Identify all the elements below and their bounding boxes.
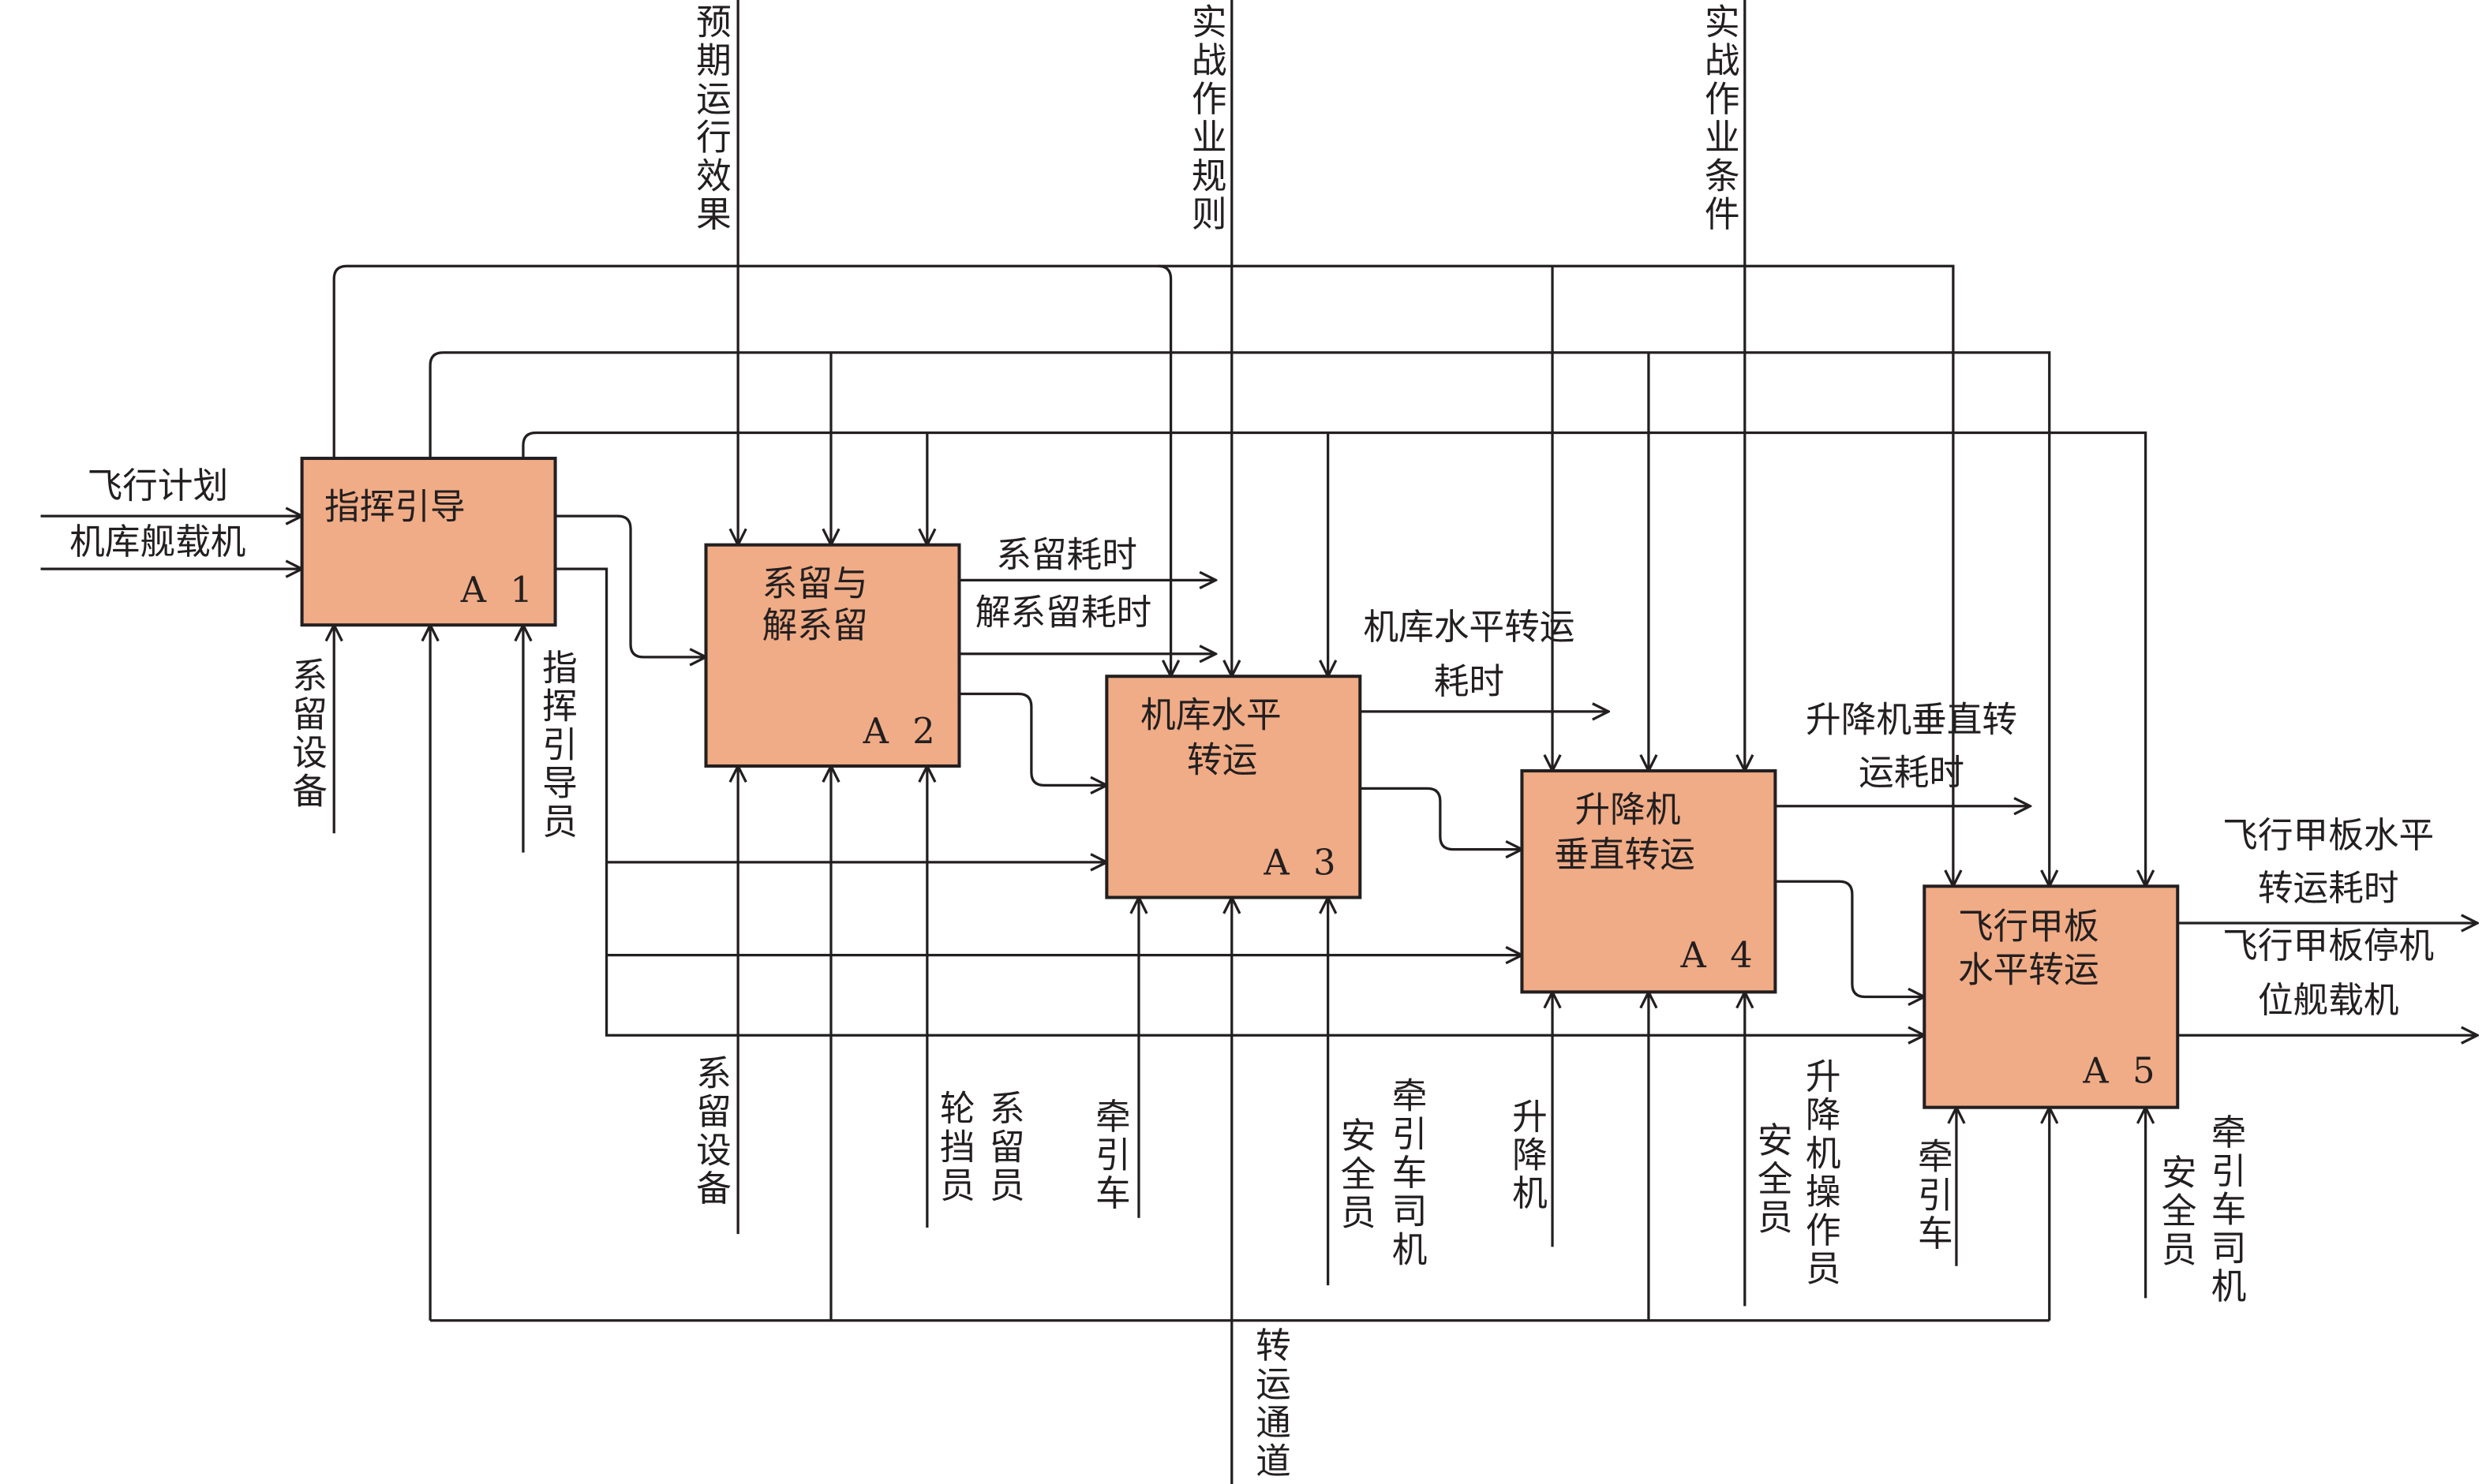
activity-title: 指挥引导 bbox=[324, 486, 466, 527]
output-label: 飞行甲板水平 bbox=[2222, 815, 2434, 856]
activity-title: 解系留 bbox=[762, 605, 868, 646]
mechanism-label: 指挥引导员 bbox=[536, 649, 577, 842]
mechanism-label: 牵引车司机 bbox=[2205, 1114, 2246, 1306]
activity-title: 机库水平 bbox=[1140, 695, 1282, 736]
feedback-line-3 bbox=[522, 431, 2146, 886]
output-label: 升降机垂直转 bbox=[1806, 700, 2017, 741]
activity-a5[interactable]: 飞行甲板 水平转运 A 5 bbox=[1923, 884, 2180, 1109]
output-label: 系留耗时 bbox=[996, 534, 1137, 575]
mechanism-label: 系留设备 bbox=[286, 657, 327, 811]
activity-a1[interactable]: 指挥引导 A 1 bbox=[300, 456, 557, 627]
activity-id: A 5 bbox=[2082, 1050, 2161, 1091]
output-label: 机库水平转运 bbox=[1363, 607, 1574, 648]
mechanism-label: 系留设备 bbox=[690, 1055, 731, 1209]
input-label: 机库舰载机 bbox=[69, 521, 245, 563]
mechanism-label: 牵引车 bbox=[1089, 1097, 1130, 1213]
a1-branch bbox=[555, 567, 1925, 1035]
activity-title: 水平转运 bbox=[1958, 950, 2099, 991]
feedback-line-1 bbox=[332, 264, 1170, 676]
connector-lines bbox=[40, 0, 2478, 1484]
mechanism-label: 升降机 bbox=[1506, 1097, 1547, 1213]
control-label: 预期运行效果 bbox=[690, 3, 731, 234]
control-label: 实战作业规则 bbox=[1185, 3, 1226, 234]
feedback-line-1b bbox=[1158, 264, 1953, 886]
feedback-line-2 bbox=[429, 351, 2050, 886]
mechanism-label: 安全员 bbox=[1751, 1122, 1792, 1237]
a1-to-a2 bbox=[555, 514, 706, 657]
activity-title: 垂直转运 bbox=[1554, 834, 1695, 875]
mechanism-label: 轮挡员 bbox=[934, 1090, 975, 1205]
activity-id: A 1 bbox=[460, 570, 539, 611]
a3-to-a4 bbox=[1360, 787, 1522, 849]
a4-to-a5 bbox=[1775, 880, 1924, 996]
a2-to-a3 bbox=[959, 692, 1106, 786]
control-label: 实战作业条件 bbox=[1698, 3, 1739, 234]
activity-title: 系留与 bbox=[762, 563, 868, 604]
mechanism-label: 安全员 bbox=[2155, 1154, 2196, 1269]
activity-id: A 4 bbox=[1680, 935, 1759, 976]
activity-id: A 2 bbox=[863, 711, 942, 752]
output-label: 耗时 bbox=[1434, 661, 1504, 702]
activity-title: 转运 bbox=[1187, 739, 1257, 780]
output-label: 位舰载机 bbox=[2258, 980, 2399, 1021]
activity-id: A 3 bbox=[1263, 842, 1342, 883]
output-label: 转运耗时 bbox=[2258, 868, 2399, 909]
mechanism-label: 牵引车 bbox=[1911, 1138, 1952, 1253]
input-label: 飞行计划 bbox=[87, 465, 228, 507]
activity-title: 升降机 bbox=[1575, 789, 1681, 830]
activity-a4[interactable]: 升降机 垂直转运 A 4 bbox=[1520, 769, 1777, 994]
activity-a2[interactable]: 系留与 解系留 A 2 bbox=[704, 543, 961, 768]
activity-a3[interactable]: 机库水平 转运 A 3 bbox=[1105, 675, 1362, 899]
output-label: 解系留耗时 bbox=[975, 592, 1151, 634]
mechanism-label: 升降机操作员 bbox=[1799, 1058, 1840, 1288]
mechanism-label: 系留员 bbox=[983, 1090, 1024, 1205]
activity-title: 飞行甲板 bbox=[1958, 906, 2099, 948]
mechanism-label: 安全员 bbox=[1335, 1117, 1376, 1232]
output-label: 运耗时 bbox=[1859, 753, 1964, 794]
mechanism-label: 转运通道 bbox=[1249, 1327, 1290, 1481]
mechanism-label: 牵引车司机 bbox=[1386, 1077, 1427, 1269]
output-label: 飞行甲板停机 bbox=[2222, 925, 2434, 966]
